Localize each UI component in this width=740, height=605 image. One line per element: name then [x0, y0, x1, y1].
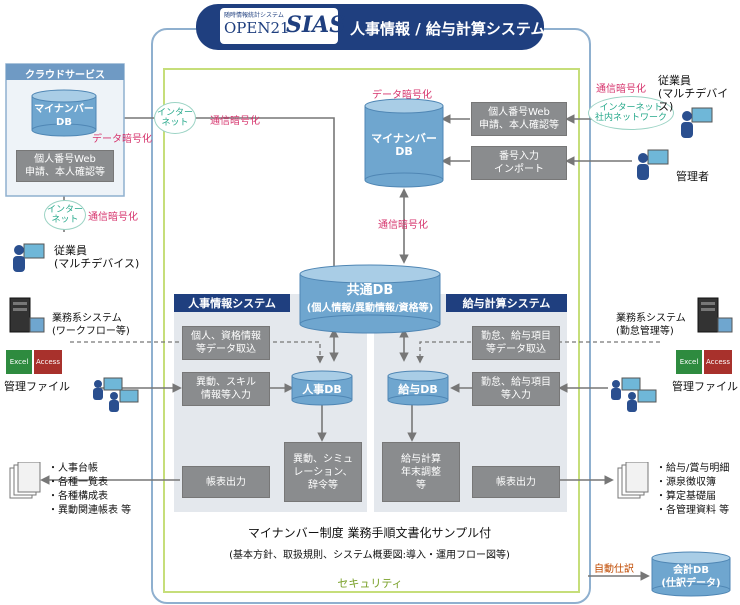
left-report-list: ・人事台帳 ・各種一覧表 ・各種構成表 ・異動関連帳表 等	[48, 463, 132, 516]
hr-db: 人事DB	[302, 383, 342, 396]
left-server-icon	[6, 296, 48, 336]
right-system-label: 業務系システム (勤怠管理等)	[616, 313, 686, 337]
common-db-sub: (個人情報/異動情報/資格等)	[306, 303, 434, 314]
auto-journal-label: 自動仕訳	[594, 564, 634, 575]
payroll-import-box: 勤怠、給与項目 等データ取込	[472, 326, 560, 360]
manager-icon	[634, 148, 670, 182]
sias-logo: SIAS	[286, 12, 346, 38]
top-net-bubble: インターネット 社内ネットワーク	[588, 96, 674, 130]
top-web-box: 個人番号Web 申請、本人確認等	[471, 102, 567, 136]
brand-small-text: 随時情報統計システム	[224, 12, 284, 19]
left-access-icon: Access	[34, 350, 62, 374]
hr-system-header: 人事情報システム	[174, 294, 290, 312]
common-db-label: 共通DB	[346, 283, 394, 298]
payroll-calc-box: 給与計算 年末調整 等	[382, 442, 460, 502]
manager-label: 管理者	[676, 170, 709, 183]
bottom-line2: (基本方針、取扱規則、システム概要図:導入・運用フロー図等)	[229, 550, 510, 561]
top-import-box: 番号入力 インポート	[471, 146, 567, 180]
left-system-label: 業務系システム (ワークフロー等)	[52, 313, 130, 337]
page-title: 人事情報 / 給与計算システム	[350, 20, 546, 38]
top-enc-comm-down: 通信暗号化	[378, 220, 428, 231]
accounting-db: 会計DB (仕訳データ)	[661, 565, 721, 589]
right-users-icon	[600, 376, 660, 412]
right-access-icon: Access	[704, 350, 732, 374]
top-left-enc-comm: 通信暗号化	[210, 116, 260, 127]
brand-name: OPEN21	[224, 19, 290, 37]
cloud-service-title: クラウドサービス	[25, 70, 105, 81]
right-server-icon	[694, 296, 736, 336]
right-excel-icon: Excel	[676, 350, 702, 374]
hr-simulation-box: 異動、シミュ レーション、 辞令等	[284, 442, 362, 502]
top-mynumber-db: マイナンバー DB	[371, 132, 437, 158]
left-files-label: 管理ファイル	[4, 380, 70, 393]
left-report-icon	[8, 461, 42, 502]
hr-input-box: 異動、スキル 情報等入力	[182, 372, 270, 406]
hr-report-box: 帳表出力	[182, 466, 270, 498]
security-label: セキュリティ	[330, 575, 410, 591]
payroll-db: 給与DB	[398, 383, 438, 396]
right-files-label: 管理ファイル	[672, 380, 738, 393]
top-enc-data: データ暗号化	[372, 90, 432, 101]
cloud-enc-comm: 通信暗号化	[88, 212, 138, 223]
right-report-icon	[616, 461, 650, 502]
hr-import-box: 個人、資格情報 等データ取込	[182, 326, 270, 360]
top-employee-label: 従業員 (マルチデバイス)	[658, 74, 729, 113]
cloud-employee-icon	[10, 240, 46, 274]
cloud-enc-data: データ暗号化	[92, 134, 152, 145]
top-left-internet-bubble: インター ネット	[154, 102, 196, 134]
top-employee-icon	[678, 106, 714, 140]
bottom-line1: マイナンバー制度 業務手順文書化サンプル付	[247, 526, 492, 540]
payroll-report-box: 帳表出力	[472, 466, 560, 498]
payroll-input-box: 勤怠、給与項目 等入力	[472, 372, 560, 406]
left-excel-icon: Excel	[6, 350, 32, 374]
brand-logo: 随時情報統計システム OPEN21 SIAS	[220, 8, 345, 44]
payroll-system-header: 給与計算システム	[446, 294, 567, 312]
cloud-employee-label: 従業員 (マルチデバイス)	[54, 244, 140, 270]
left-users-icon	[82, 376, 142, 412]
right-report-list: ・給与/賞与明細 ・源泉徴収簿 ・算定基礎届 ・各管理資料 等	[656, 463, 730, 516]
cloud-internet-bubble: インター ネット	[44, 200, 86, 230]
top-enc-comm-right: 通信暗号化	[596, 84, 646, 95]
cloud-web-box: 個人番号Web 申請、本人確認等	[16, 150, 114, 182]
cloud-mynumber-db: マイナンバー DB	[34, 104, 94, 128]
